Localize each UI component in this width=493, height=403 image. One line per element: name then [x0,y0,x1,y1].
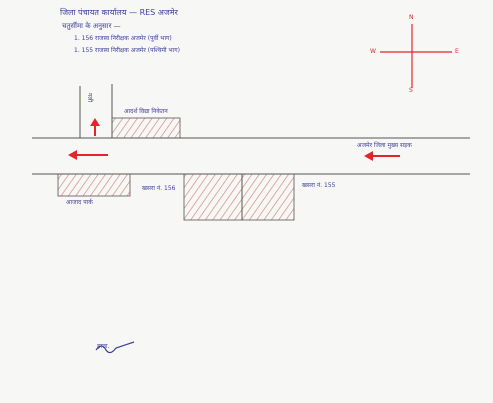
left-arrow-right [364,151,400,161]
left-arrow-road [68,150,108,160]
plot-156-label: खसरा नं. 156 [142,185,176,192]
header-line-1: जिला पंचायत कार्यालय — RES अजमेर [60,8,178,17]
compass-rose [380,24,452,88]
lane-label: गली [86,93,93,103]
compass-north-label: N [409,14,414,21]
plot-156 [183,173,243,221]
plot-155 [241,173,295,221]
compass-west-label: W [370,48,376,55]
road-label: अजमेर जिला मुख्य सड़क [357,142,412,149]
plot-155-label: खसरा नं. 155 [302,182,336,189]
compass-east-label: E [455,48,459,55]
signature-label: हस्ता. [97,343,110,350]
compass-south-label: S [409,87,413,94]
plot-top [111,117,181,139]
header-line-2: चतुर्सीमा के अनुसार — [62,22,121,30]
header-line-4: 1. 155 राजस्व निरीक्षक अजमेर (पश्चिमी भा… [74,47,180,54]
signature-mark [95,341,135,354]
plot-bottom-left [57,173,131,197]
header-line-3: 1. 156 राजस्व निरीक्षक अजमेर (पूर्वी भाग… [74,35,172,42]
top-plot-label: आदर्श विद्या निकेतन [124,108,168,115]
bottom-left-plot-label: आजाद पार्क [66,199,93,206]
up-arrow [90,118,100,136]
